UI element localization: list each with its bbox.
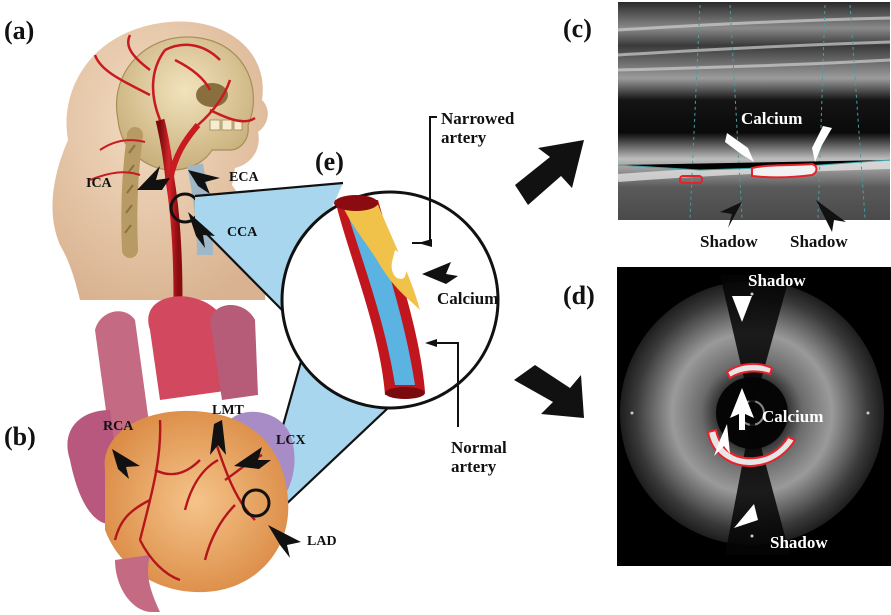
narrowed-artery-line2: artery: [441, 128, 514, 147]
label-lad: LAD: [307, 535, 337, 549]
normal-artery-line2: artery: [451, 457, 507, 476]
ivus-shadow-bottom-label: Shadow: [770, 534, 828, 551]
label-lmt: LMT: [212, 404, 244, 418]
narrowed-artery-line1: Narrowed: [441, 109, 514, 128]
panel-label-b: (b): [4, 424, 36, 450]
chevron-arrow-icon-to-d: [514, 365, 584, 418]
panel-label-a: (a): [4, 18, 34, 44]
normal-artery-label: Normal artery: [451, 438, 507, 476]
ultrasound-shadow-right-label: Shadow: [790, 233, 848, 250]
heart-illustration: [67, 296, 294, 612]
panel-label-e: (e): [315, 149, 344, 175]
panel-label-c: (c): [563, 16, 592, 42]
chevron-arrow-icon-to-c: [515, 140, 584, 205]
panel-label-d: (d): [563, 283, 595, 309]
ultrasound-calcium-label: Calcium: [741, 110, 802, 127]
artery-calcium-label: Calcium: [437, 290, 498, 307]
ultrasound-shadow-left-label: Shadow: [700, 233, 758, 250]
ivus-shadow-top-label: Shadow: [748, 272, 806, 289]
label-lcx: LCX: [276, 434, 306, 448]
normal-artery-line1: Normal: [451, 438, 507, 457]
label-eca: ECA: [229, 171, 259, 185]
label-cca: CCA: [227, 226, 257, 240]
label-rca: RCA: [103, 420, 133, 434]
narrowed-artery-label: Narrowed artery: [441, 109, 514, 147]
label-ica: ICA: [86, 177, 112, 191]
ivus-calcium-label: Calcium: [762, 408, 823, 425]
